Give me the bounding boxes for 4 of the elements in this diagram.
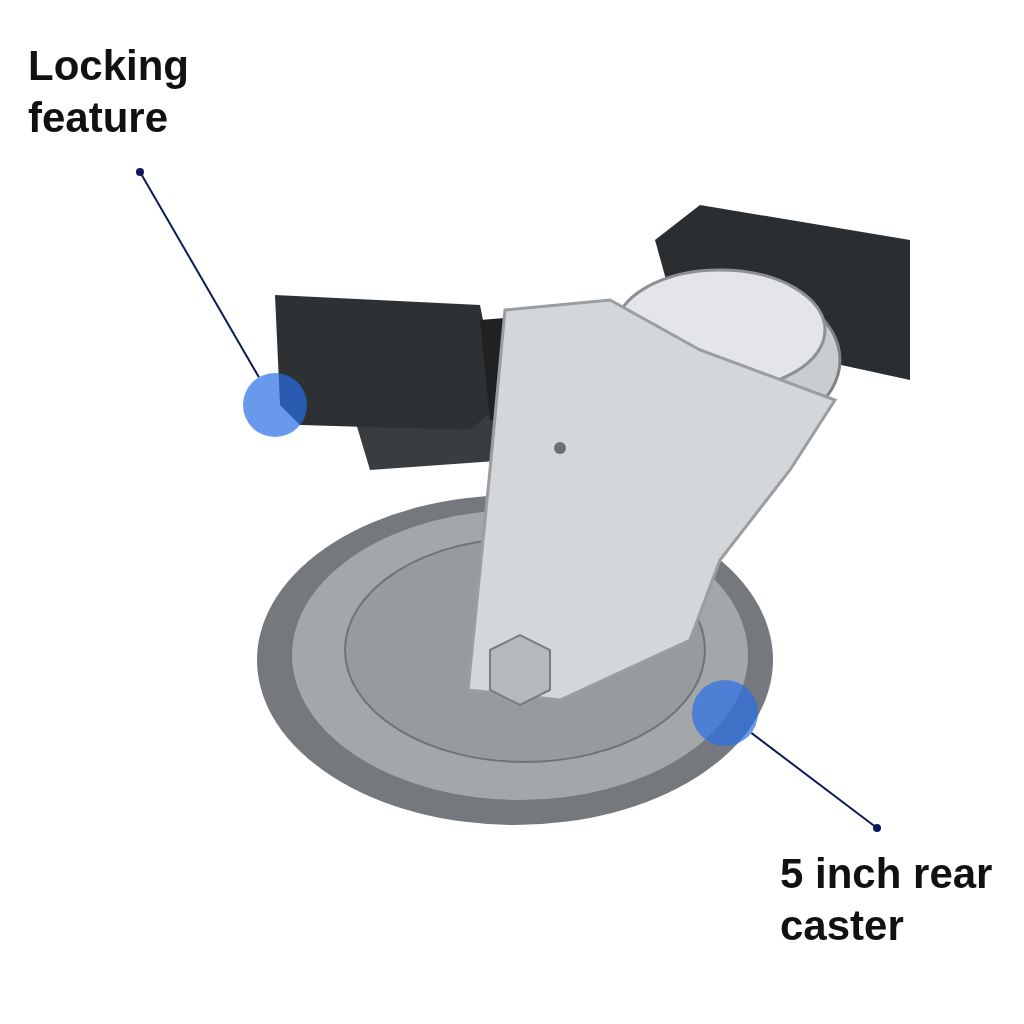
callout-label: 5 inch rear caster	[780, 848, 1010, 952]
callout-label: Locking feature	[28, 40, 228, 144]
leader-line	[136, 168, 260, 379]
leader-line	[750, 731, 881, 832]
